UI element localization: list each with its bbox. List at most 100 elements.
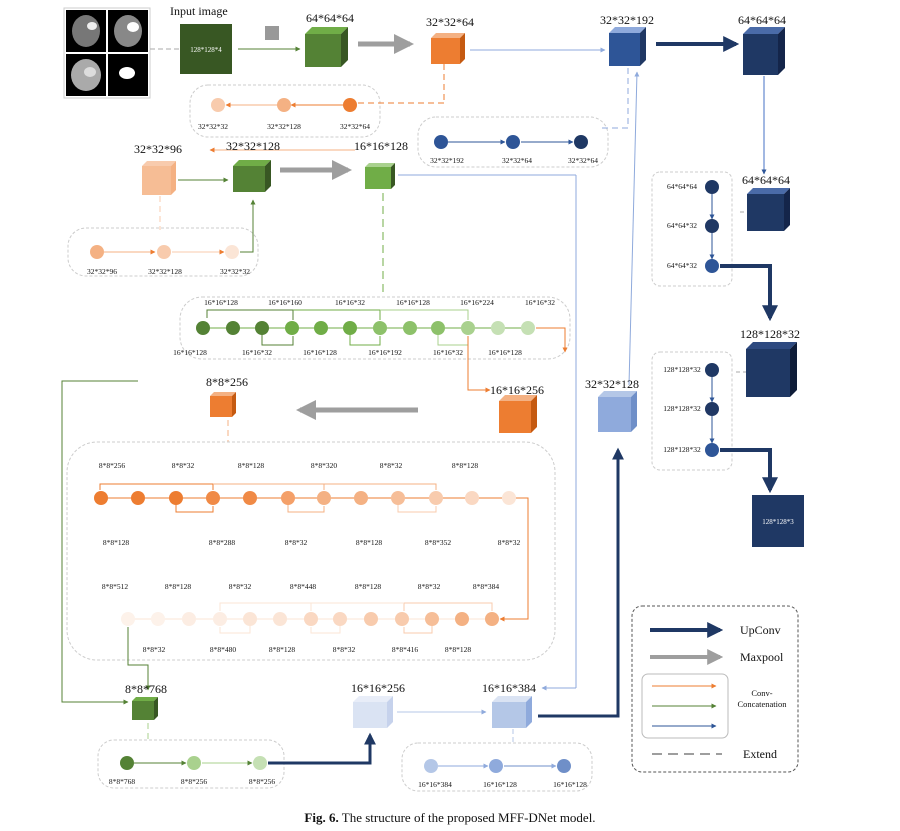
caption-text: The structure of the proposed MFF-DNet m…: [341, 810, 596, 825]
label-b9: 128*128*32: [740, 327, 800, 341]
node-p4-2: [705, 219, 719, 233]
panel-p6: [651, 351, 733, 471]
cube-b2: [431, 33, 465, 64]
node-p7-14: [455, 612, 469, 626]
label-p7-r2t3: 8*8*32: [229, 582, 252, 591]
label-p7-r2t1: 8*8*512: [102, 582, 129, 591]
node-p8-3: [253, 756, 267, 770]
pool-square: [265, 26, 279, 40]
node-p6-3: [705, 443, 719, 457]
panel-p3: [67, 227, 259, 277]
label-p5-t4: 16*16*128: [396, 298, 430, 307]
label-p7-t6: 8*8*128: [452, 461, 479, 470]
node-p5-8: [403, 321, 417, 335]
label-b5: 32*32*96: [134, 142, 182, 156]
upconv-arrow-5: [538, 447, 624, 718]
cube-b12: [598, 391, 637, 432]
label-p7-b2: 8*8*288: [209, 538, 236, 547]
label-p7-t1: 8*8*256: [99, 461, 126, 470]
figure-caption: Fig. 6. The structure of the proposed MF…: [0, 810, 900, 826]
label-p4-3: 64*64*32: [667, 261, 697, 270]
output-tensor: [752, 495, 804, 547]
legend-extend-label: Extend: [743, 747, 777, 761]
node-p7-17: [364, 612, 378, 626]
label-p5-t5: 16*16*224: [460, 298, 494, 307]
cube-b15: [353, 696, 393, 728]
node-p4-3: [705, 259, 719, 273]
node-p1-2: [277, 98, 291, 112]
label-p7-b5: 8*8*352: [425, 538, 452, 547]
label-p7-r2b4: 8*8*32: [333, 645, 356, 654]
label-p7-r2t7: 8*8*384: [473, 582, 500, 591]
label-p7-b3: 8*8*32: [285, 538, 308, 547]
node-p7-23: [182, 612, 196, 626]
node-p2-2: [506, 135, 520, 149]
label-p3-1: 32*32*96: [87, 267, 117, 276]
label-p7-t5: 8*8*32: [380, 461, 403, 470]
label-p4-2: 64*64*32: [667, 221, 697, 230]
cube-b3: [609, 27, 646, 66]
input-size-label: 128*128*4: [190, 46, 222, 54]
panel-p1: [189, 84, 381, 138]
node-p5-1: [196, 321, 210, 335]
node-p3-3: [225, 245, 239, 259]
cube-b6: [233, 160, 271, 192]
legend-conv-box: [641, 673, 729, 739]
label-b2: 32*32*64: [426, 15, 474, 29]
cube-b5: [142, 161, 176, 195]
label-p7-r2b3: 8*8*128: [269, 645, 296, 654]
panel-p4: [651, 171, 733, 287]
upconv-arrow-2: [720, 264, 778, 322]
node-p5-7: [373, 321, 387, 335]
cube-b1: [305, 27, 348, 67]
node-p7-15: [425, 612, 439, 626]
node-p4-1: [705, 180, 719, 194]
label-p5-t3: 16*16*32: [335, 298, 365, 307]
node-p7-6: [281, 491, 295, 505]
cube-b16: [492, 696, 532, 728]
node-p7-2: [131, 491, 145, 505]
label-b8: 64*64*64: [742, 173, 790, 187]
label-p9-2: 16*16*128: [483, 780, 517, 789]
label-p9-1: 16*16*384: [418, 780, 452, 789]
label-p7-b1: 8*8*128: [103, 538, 130, 547]
label-b16: 16*16*384: [482, 681, 536, 695]
label-p7-t2: 8*8*32: [172, 461, 195, 470]
node-p5-10: [461, 321, 475, 335]
node-p7-11: [465, 491, 479, 505]
label-p4-1: 64*64*64: [667, 182, 697, 191]
label-b14: 8*8*768: [125, 682, 167, 696]
label-p7-r2b5: 8*8*416: [392, 645, 419, 654]
node-p7-13: [485, 612, 499, 626]
label-b1: 64*64*64: [306, 11, 354, 25]
label-p7-r2b6: 8*8*128: [445, 645, 472, 654]
node-p8-1: [120, 756, 134, 770]
label-b13: 128*128*3: [762, 518, 794, 526]
node-p7-8: [354, 491, 368, 505]
node-p7-16: [395, 612, 409, 626]
label-b3: 32*32*192: [600, 13, 654, 27]
label-p7-r2b2: 8*8*480: [210, 645, 237, 654]
panel-p2: [417, 116, 609, 168]
node-p5-2: [226, 321, 240, 335]
node-p1-3: [343, 98, 357, 112]
label-p5-b3: 16*16*128: [303, 348, 337, 357]
node-p5-3: [255, 321, 269, 335]
label-p8-2: 8*8*256: [181, 777, 208, 786]
input-tensor: [180, 24, 232, 74]
label-p7-r2t6: 8*8*32: [418, 582, 441, 591]
label-p7-r2t2: 8*8*128: [165, 582, 192, 591]
node-p6-1: [705, 363, 719, 377]
cube-b9: [746, 342, 797, 397]
label-p2-2: 32*32*64: [502, 156, 532, 165]
label-b4: 64*64*64: [738, 13, 786, 27]
node-p5-11: [491, 321, 505, 335]
label-p7-t3: 8*8*128: [238, 461, 265, 470]
node-p5-5: [314, 321, 328, 335]
label-p5-b1: 16*16*128: [173, 348, 207, 357]
architecture-diagram: Input image 128*128*4 64*64*64 32*32*64 …: [61, 4, 804, 792]
panel-p9: [401, 742, 593, 792]
node-p9-1: [424, 759, 438, 773]
label-p3-3: 32*32*32: [220, 267, 250, 276]
legend-box: [631, 605, 799, 773]
